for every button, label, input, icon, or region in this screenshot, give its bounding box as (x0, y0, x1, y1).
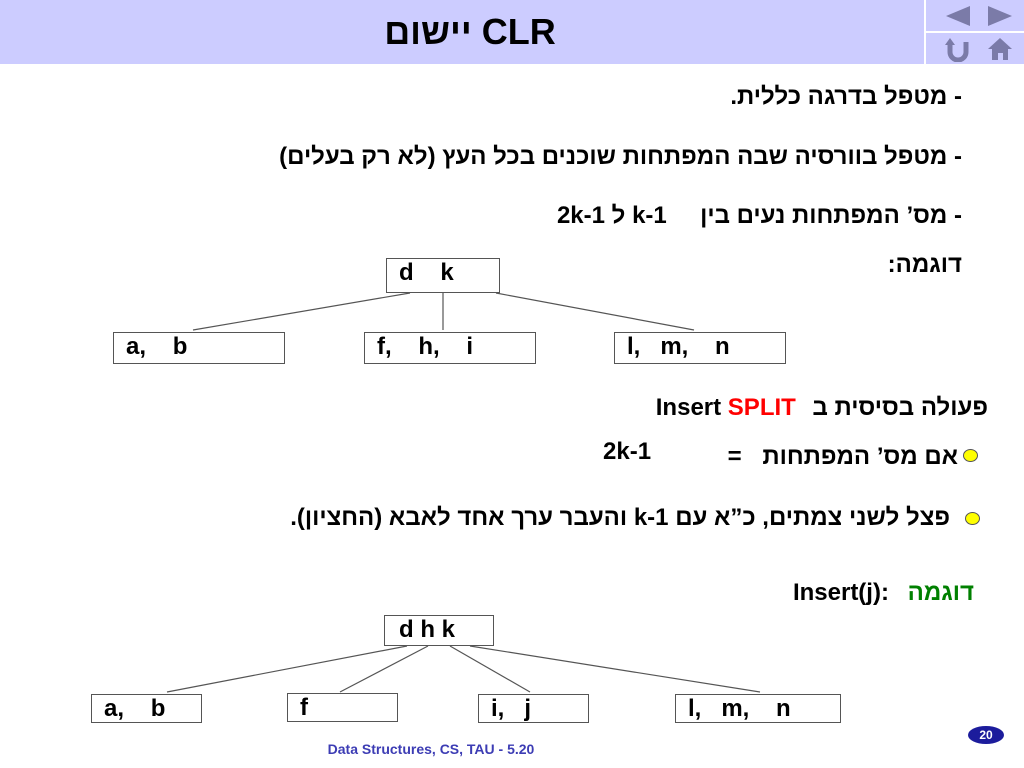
previous-slide-button[interactable] (934, 1, 982, 31)
split-description: פצל לשני צמתים, כ”א עם k-1 והעבר ערך אחד… (290, 503, 950, 533)
title-bar: יישום CLR (0, 0, 1024, 64)
if-keys-text: אם מס’ המפתחות (762, 443, 958, 470)
footer-text: Data Structures, CS, TAU - 5.20 (327, 741, 535, 757)
tree-node-child: l, m, n (675, 694, 841, 723)
split-operation-line: פעולה בסיסית ב Insert SPLIT (656, 393, 988, 423)
tree-node-child: f, h, i (364, 332, 536, 364)
tree-node-child: i, j (478, 694, 589, 723)
tree-node-child: f (287, 693, 398, 722)
example-label-green: דוגמה (907, 579, 974, 606)
nav-divider (924, 31, 1024, 33)
insert-call: :Insert(j) (792, 579, 889, 606)
bullet-keys-everywhere: - מטפל בוורסיה שבה המפתחות שוכנים בכל הע… (279, 143, 962, 170)
split-keyword: SPLIT (727, 394, 796, 421)
example-insert-line: דוגמה :Insert(j) (793, 578, 974, 608)
return-button[interactable] (934, 34, 982, 64)
split-operation-text: פעולה בסיסית ב (812, 394, 988, 421)
insert-keyword: Insert (655, 394, 722, 421)
tree-node-root: d h k (384, 615, 494, 646)
example-label: דוגמה: (887, 251, 962, 278)
tree-node-child: a, b (113, 332, 285, 364)
equals-sign: = (727, 443, 742, 470)
bullet-key-range: - מס’ המפתחות נעים בין k-1 ל 2k-1 (557, 201, 962, 231)
tree-node-child: a, b (91, 694, 202, 723)
arrow-right-icon (988, 6, 1012, 26)
split-description-start: פצל לשני צמתים, כ”א עם (675, 504, 950, 531)
home-icon (988, 38, 1012, 60)
home-button[interactable] (976, 34, 1024, 64)
key-range-text: - מס’ המפתחות נעים בין (700, 202, 962, 229)
bullet-general-degree: - מטפל בדרגה כללית. (730, 83, 962, 110)
bullet-dot (965, 512, 980, 525)
next-slide-button[interactable] (976, 1, 1024, 31)
tree-node-child: l, m, n (614, 332, 786, 364)
arrow-left-icon (946, 6, 970, 26)
split-description-k: k-1 (633, 504, 669, 531)
bullet-dot (963, 449, 978, 462)
key-range-formula: k-1 ל 2k-1 (556, 202, 667, 229)
split-description-end: והעבר ערך אחד לאבא (החציון). (290, 504, 628, 531)
return-icon (945, 38, 969, 62)
split-threshold-value: 2k-1 (603, 438, 652, 465)
if-keys-line: אם מס’ המפתחות = (728, 442, 958, 472)
tree-node-root: d k (386, 258, 500, 293)
page-number: 20 (968, 726, 1004, 744)
slide-title: יישום CLR (384, 11, 556, 52)
